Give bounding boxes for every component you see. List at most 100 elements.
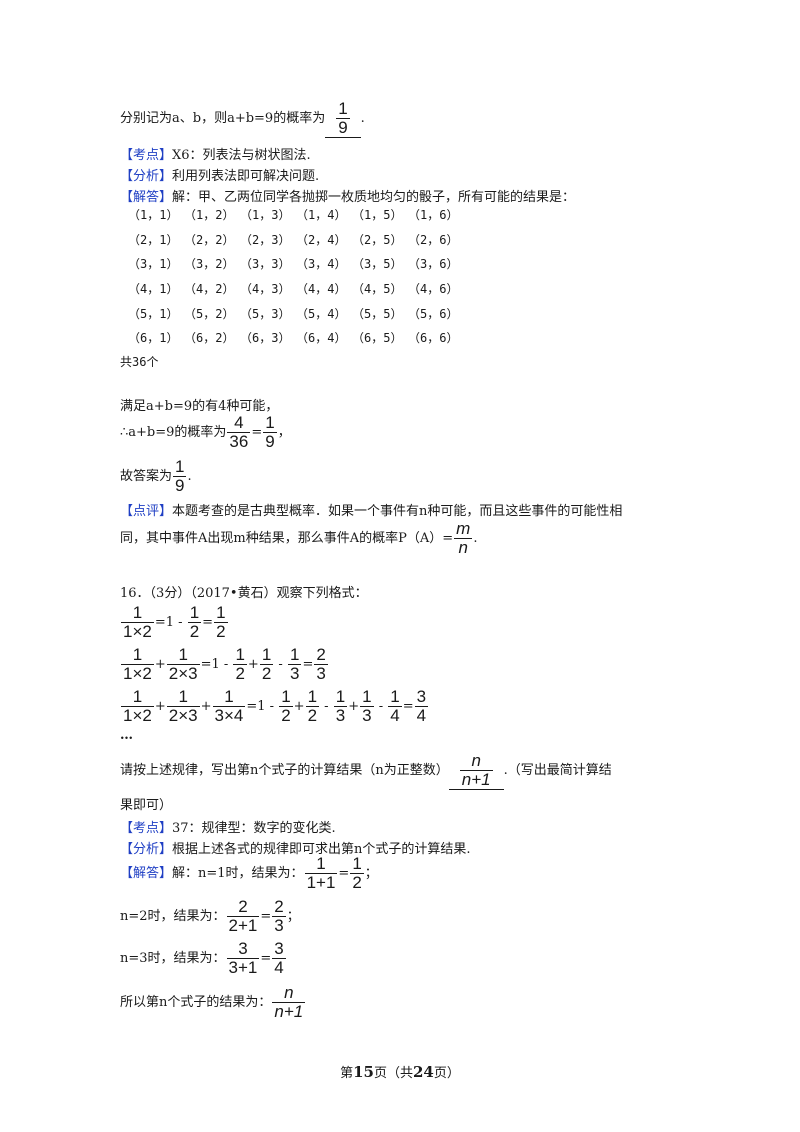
denominator: 2×3 (168, 663, 198, 683)
numerator: 2 (226, 898, 260, 917)
jieda-tag: 【解答】 (120, 865, 173, 881)
denominator: 2 (307, 705, 318, 725)
page-footer: 第15页（共24页） (340, 1063, 460, 1081)
numerator: 3 (272, 939, 286, 959)
denominator: n+1 (461, 769, 491, 789)
intro-text: 分别记为a、b，则a+b=9的概率为 (120, 110, 326, 126)
denominator: 2 (281, 705, 291, 725)
ellipsis: … (120, 728, 133, 743)
denominator: n+1 (274, 1001, 304, 1021)
denominator: 2 (235, 663, 245, 683)
denominator: 2 (189, 621, 200, 641)
denominator: 2×3 (168, 705, 198, 725)
denominator: 3 (289, 663, 300, 683)
numerator: 2 (272, 897, 286, 917)
dianping-line-1: 【点评】本题考查的是古典型概率．如果一个事件有n种可能，而且这些事件的可能性相 (120, 504, 623, 519)
numerator: 3 (414, 687, 429, 707)
kaodian-tag: 【考点】 (120, 821, 173, 836)
numerator: 1 (259, 645, 274, 665)
numerator: 1 (360, 687, 374, 707)
question-16-header: 16．（3分）（2017•黄石）观察下列格式： (120, 586, 368, 601)
numerator: 1 (166, 646, 200, 665)
numerator: n (459, 752, 493, 771)
denominator: 3 (362, 705, 372, 725)
outcome-row: （5，1）（5，2）（5，3）（5，4）（5，5）（5，6） (128, 306, 459, 321)
outcome-row: （6，1）（6，2）（6，3）（6，4）（6，5）（6，6） (128, 331, 459, 346)
numerator: 3 (226, 940, 260, 959)
numerator: 1 (121, 646, 154, 665)
total-count: 共36个 (120, 355, 159, 369)
numerator: 4 (227, 414, 251, 433)
numerator: 1 (121, 604, 154, 623)
numerator: 1 (212, 688, 246, 707)
denominator: 4 (416, 705, 427, 725)
denominator: 3×4 (214, 705, 244, 725)
denominator: 2 (352, 872, 362, 892)
outcome-row: （1，1）（1，2）（1，3）（1，4）（1，5）（1，6） (128, 208, 459, 222)
fenxi-tag: 【分析】 (120, 169, 173, 184)
dianping-tag: 【点评】 (120, 504, 173, 519)
numerator: 1 (304, 855, 338, 874)
numerator: 1 (336, 99, 350, 119)
denominator: 4 (274, 957, 284, 977)
numerator: 1 (214, 603, 228, 623)
numerator: 1 (121, 688, 154, 707)
numerator: 1 (287, 645, 302, 665)
numerator: 1 (166, 688, 200, 707)
denominator: 4 (390, 705, 400, 725)
outcome-row: （3，1）（3，2）（3，3）（3，4）（3，5）（3，6） (128, 257, 459, 272)
outcome-table: （1，1）（1，2）（1，3）（1，4）（1，5）（1，6） （2，1）（2，2… (128, 203, 464, 351)
kaodian-2: 【考点】37：规律型：数字的变化类. (120, 821, 336, 836)
numerator: 1 (187, 603, 202, 623)
fenxi-1: 【分析】利用列表法即可解决问题. (120, 169, 320, 184)
denominator: n (458, 537, 468, 557)
outcome-row: （2，1）（2，2）（2，3）（2，4）（2，5）（2，6） (128, 232, 459, 247)
denominator: 2+1 (228, 915, 258, 935)
denominator: 1×2 (123, 705, 152, 725)
denominator: 2 (216, 621, 226, 641)
denominator: 36 (229, 431, 249, 451)
numerator: m (454, 519, 473, 539)
numerator: 1 (279, 687, 293, 707)
page-number: 15 (353, 1063, 374, 1081)
page-total: 24 (413, 1063, 434, 1081)
denominator: 3+1 (228, 957, 258, 977)
jieda-tag: 【解答】 (120, 190, 173, 205)
denominator: 1+1 (306, 872, 336, 892)
denominator: 9 (265, 431, 275, 451)
denominator: 3 (316, 663, 326, 683)
numerator: 1 (350, 854, 364, 874)
denominator: 9 (175, 475, 185, 495)
outcome-row: （4，1）（4，2）（4，3）（4，4）（4，5）（4，6） (128, 282, 459, 297)
